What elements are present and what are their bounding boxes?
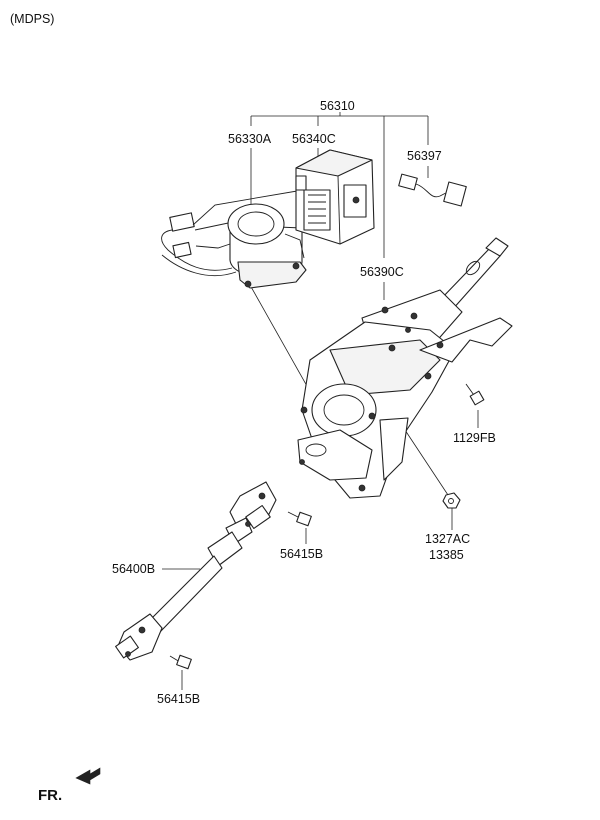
callout-1327ac: 1327AC — [425, 532, 470, 546]
callout-56397: 56397 — [407, 149, 442, 163]
callout-56415b-mid: 56415B — [280, 547, 323, 561]
callout-56390c: 56390C — [360, 265, 404, 279]
motor-wire-harness — [161, 189, 304, 277]
front-arrow-icon — [75, 767, 101, 785]
callout-56310: 56310 — [320, 99, 355, 113]
steering-column-housing — [297, 237, 513, 499]
callout-56340c: 56340C — [292, 132, 336, 146]
nut-1327ac — [442, 492, 461, 509]
wire-connector — [398, 173, 467, 207]
intermediate-shaft — [115, 481, 277, 661]
bolt-56415b-lower — [169, 654, 192, 670]
callout-56415b-bottom: 56415B — [157, 692, 200, 706]
electric-motor — [227, 203, 307, 289]
variant-label: (MDPS) — [10, 12, 54, 26]
assembly-bracket-lines — [162, 112, 479, 690]
bolt-56415b-upper — [287, 511, 312, 527]
callout-56400b: 56400B — [112, 562, 155, 576]
front-direction-label: FR. — [38, 787, 62, 804]
callout-13385: 13385 — [429, 548, 464, 562]
callout-56330a: 56330A — [228, 132, 272, 146]
callout-1129fb: 1129FB — [453, 431, 496, 445]
bolt-1129fb — [465, 383, 485, 406]
mdps-control-unit — [295, 149, 375, 245]
